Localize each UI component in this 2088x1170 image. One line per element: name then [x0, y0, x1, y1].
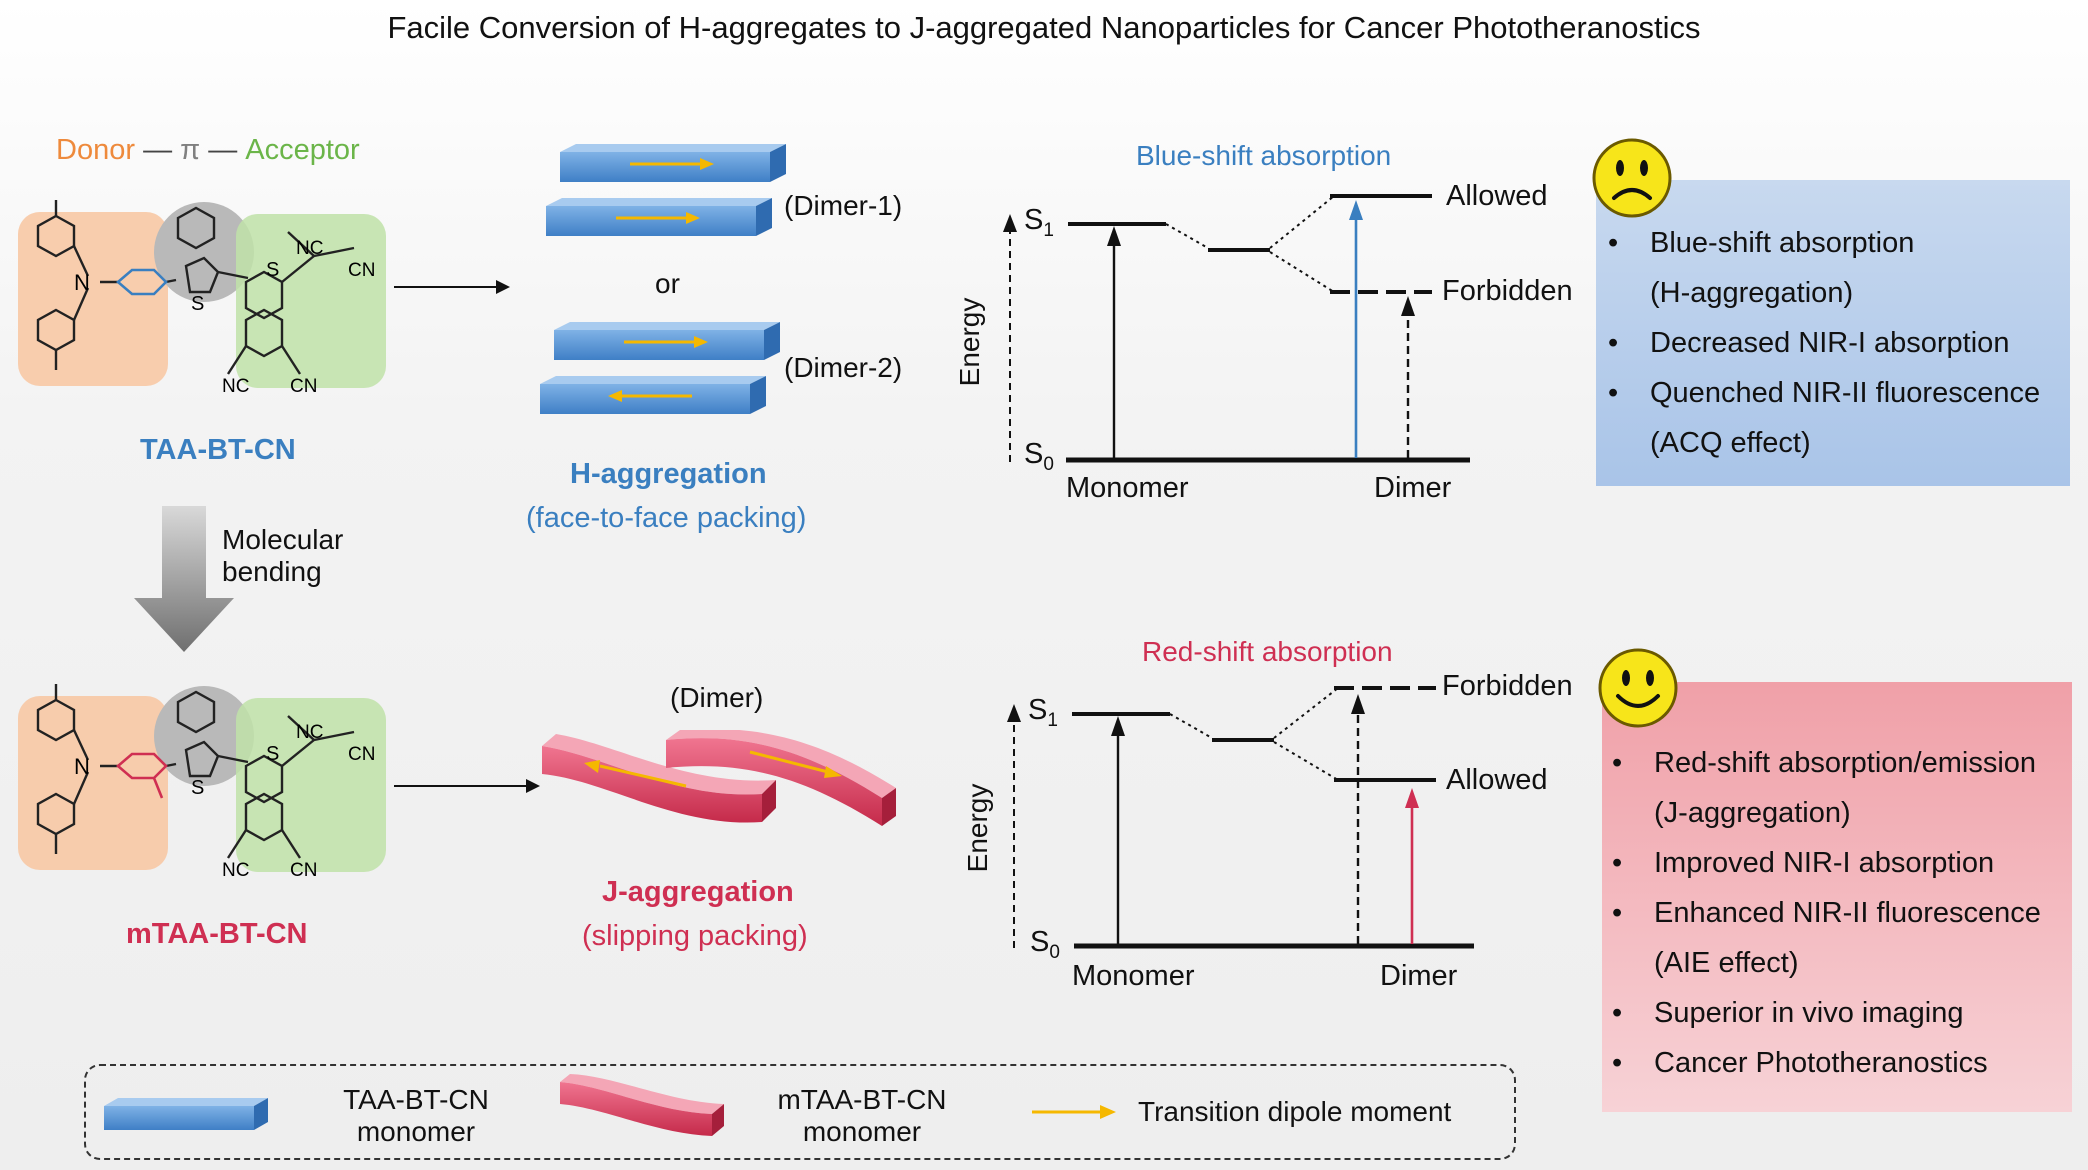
h-aggregation-title: H-aggregation: [570, 458, 767, 490]
j-aggregation-bullets: Red-shift absorption/emission (J-aggrega…: [1604, 738, 2041, 1088]
s-atom-1: S: [191, 293, 204, 315]
dash-1: —: [143, 134, 173, 166]
s-atom-2: S: [266, 743, 279, 765]
legend-box: [84, 1064, 1516, 1160]
forbidden-label-bottom: Forbidden: [1442, 670, 1573, 702]
s-atom-2: S: [266, 259, 279, 281]
list-item: Enhanced NIR-II fluorescence: [1604, 888, 2041, 938]
n-atom: N: [74, 270, 90, 295]
list-item: Blue-shift absorption: [1600, 218, 2040, 268]
dash-2: —: [208, 134, 238, 166]
dpa-label: Donor — π — Acceptor: [56, 134, 360, 167]
arrow-to-h-agg: [394, 280, 510, 294]
blue-shift-title: Blue-shift absorption: [1136, 140, 1392, 171]
dimer-2-label: (Dimer-2): [784, 352, 903, 383]
dimer-1-label: (Dimer-1): [784, 190, 903, 221]
cn-label-2: CN: [290, 376, 317, 397]
h-aggregation-bullets: Blue-shift absorption (H-aggregation) De…: [1600, 218, 2040, 468]
forbidden-label-top: Forbidden: [1442, 275, 1573, 307]
cn-label-2: CN: [290, 860, 317, 881]
arrow-to-j-agg: [394, 779, 540, 793]
taa-bt-cn-label: TAA-BT-CN: [140, 434, 296, 466]
cn-label-1: CN: [348, 260, 375, 281]
dimer-2-bars: [540, 322, 780, 414]
list-item: Cancer Phototheranostics: [1604, 1038, 2041, 1088]
legend-taa-line1: TAA-BT-CN: [343, 1084, 489, 1115]
dimer-label-bottom: Dimer: [1380, 960, 1458, 992]
s1-label-top: S1: [1024, 204, 1054, 241]
s0-label-bottom: S0: [1030, 926, 1060, 963]
energy-diagram-top: [1003, 194, 1470, 463]
list-item: (ACQ effect): [1650, 427, 1811, 459]
molecular-bending-arrow: [134, 506, 234, 652]
nc-label-2: NC: [222, 860, 249, 881]
list-item: Quenched NIR-II fluorescence: [1600, 368, 2040, 418]
n-atom: N: [74, 754, 90, 779]
legend-blue-bar-icon: [104, 1098, 268, 1130]
donor-label: Donor: [56, 134, 135, 166]
energy-axis-label-bottom: Energy: [962, 783, 993, 873]
list-item: (AIE effect): [1654, 947, 1799, 979]
s1-label-bottom: S1: [1028, 694, 1058, 731]
acceptor-label: Acceptor: [245, 134, 360, 166]
nc-label-1: NC: [296, 238, 323, 259]
legend-mtaa-line1: mTAA-BT-CN: [777, 1084, 947, 1115]
list-item: Red-shift absorption/emission: [1604, 738, 2041, 788]
pi-label: π: [180, 134, 201, 166]
nc-label-2: NC: [222, 376, 249, 397]
legend-dipole-arrow-icon: [1032, 1105, 1116, 1119]
h-aggregation-subtitle: (face-to-face packing): [526, 502, 807, 534]
j-aggregation-subtitle: (slipping packing): [582, 920, 808, 952]
list-item: Superior in vivo imaging: [1604, 988, 2041, 1038]
taa-bt-cn-structure: N S S NC CN NC CN: [18, 200, 386, 397]
dimer-1-bars: [546, 144, 786, 236]
allowed-label-bottom: Allowed: [1446, 764, 1548, 796]
j-aggregation-title: J-aggregation: [602, 876, 794, 908]
j-dimer-label: (Dimer): [670, 682, 764, 713]
mtaa-bt-cn-structure: N S S NC CN NC CN: [18, 684, 386, 881]
page-title: Facile Conversion of H-aggregates to J-a…: [387, 10, 1701, 45]
cn-label-1: CN: [348, 744, 375, 765]
list-item: (H-aggregation): [1650, 277, 1854, 309]
nc-label-1: NC: [296, 722, 323, 743]
legend-dipole-label: Transition dipole moment: [1138, 1096, 1452, 1127]
or-label: or: [655, 268, 680, 299]
s0-label-top: S0: [1024, 438, 1054, 475]
mtaa-bt-cn-label: mTAA-BT-CN: [126, 918, 308, 950]
h-aggregation-dimers: [540, 144, 786, 414]
allowed-label-top: Allowed: [1446, 180, 1548, 212]
bending-label-1: Molecular: [222, 524, 344, 555]
s-atom-1: S: [191, 777, 204, 799]
legend-mtaa-line2: monomer: [802, 1116, 922, 1147]
legend-red-bar-icon: [560, 1074, 724, 1136]
bending-label-2: bending: [222, 556, 322, 587]
dimer-label-top: Dimer: [1374, 472, 1452, 504]
energy-axis-label-top: Energy: [954, 297, 985, 387]
monomer-label-bottom: Monomer: [1072, 960, 1195, 992]
energy-diagram-bottom: [1007, 686, 1474, 949]
list-item: Improved NIR-I absorption: [1604, 838, 2041, 888]
monomer-label-top: Monomer: [1066, 472, 1189, 504]
red-shift-title: Red-shift absorption: [1142, 636, 1393, 667]
list-item: (J-aggregation): [1654, 797, 1851, 829]
legend-taa-line2: monomer: [356, 1116, 476, 1147]
sad-face-icon: [1592, 138, 1672, 218]
j-aggregation-dimer: [542, 730, 896, 826]
happy-face-icon: [1598, 648, 1678, 728]
list-item: Decreased NIR-I absorption: [1600, 318, 2040, 368]
